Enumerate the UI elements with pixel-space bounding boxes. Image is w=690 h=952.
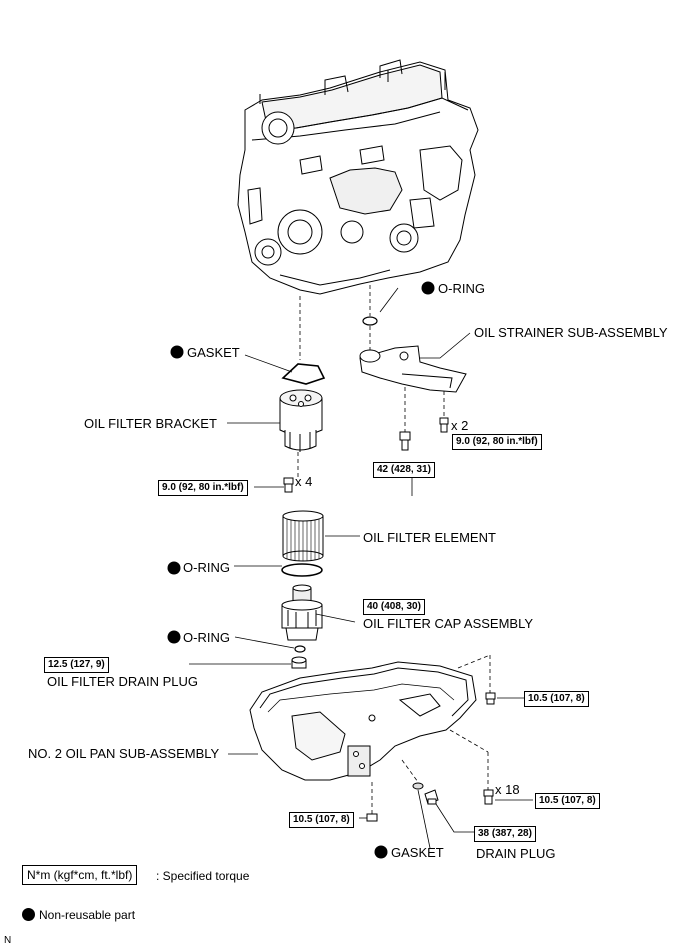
label-o-ring-low: O-RING xyxy=(183,630,230,645)
label-oil-filter-bracket: OIL FILTER BRACKET xyxy=(84,416,217,431)
non-reusable-mark xyxy=(167,630,181,644)
o-ring-low xyxy=(294,645,306,653)
non-reusable-dot-icon xyxy=(22,908,35,921)
label-oil-pan: NO. 2 OIL PAN SUB-ASSEMBLY xyxy=(28,746,220,761)
oil-pan xyxy=(249,661,477,781)
torque-pan-bottom-left: 10.5 (107, 8) xyxy=(289,812,354,828)
label-drain-plug: DRAIN PLUG xyxy=(476,846,556,861)
legend-non-reusable-label: Non-reusable part xyxy=(39,908,136,922)
qty-pan-bolts: x 18 xyxy=(495,782,520,797)
bracket-bolt xyxy=(283,477,294,493)
corner-mark: N xyxy=(4,935,12,946)
gasket-top xyxy=(281,363,326,385)
label-o-ring-mid: O-RING xyxy=(183,560,230,575)
torque-strainer-nut: 42 (428, 31) xyxy=(373,462,435,478)
legend-non-reusable: Non-reusable part xyxy=(22,908,135,922)
leader-lines xyxy=(189,287,533,849)
strainer-bolts xyxy=(399,417,449,451)
engine-block xyxy=(237,59,479,295)
torque-drain-plug: 38 (387, 28) xyxy=(474,826,536,842)
torque-pan-right-top: 10.5 (107, 8) xyxy=(524,691,589,707)
torque-filter-drain-plug: 12.5 (127, 9) xyxy=(44,657,109,673)
alignment-lines xyxy=(297,285,491,814)
pan-bolts xyxy=(366,692,496,822)
legend-torque-units: N*m (kgf*cm, ft.*lbf) xyxy=(22,865,138,885)
qty-strainer-bolts: x 2 xyxy=(451,418,469,433)
label-oil-strainer: OIL STRAINER SUB-ASSEMBLY xyxy=(474,325,668,340)
label-oil-filter-element: OIL FILTER ELEMENT xyxy=(363,530,496,545)
o-ring-mid xyxy=(281,563,323,577)
oil-filter-cap xyxy=(281,584,323,641)
label-oil-filter-cap: OIL FILTER CAP ASSEMBLY xyxy=(363,616,534,631)
qty-bracket-bolts: x 4 xyxy=(295,474,313,489)
oil-strainer xyxy=(359,345,467,393)
non-reusable-mark xyxy=(374,845,388,859)
oil-filter-bracket xyxy=(279,389,323,452)
torque-pan-right-bottom: 10.5 (107, 8) xyxy=(535,793,600,809)
torque-strainer-bolt: 9.0 (92, 80 in.*lbf) xyxy=(452,434,542,450)
drain-plug xyxy=(412,782,439,805)
label-gasket-top: GASKET xyxy=(187,345,240,360)
label-oil-filter-drain-plug: OIL FILTER DRAIN PLUG xyxy=(47,674,198,689)
label-gasket-bottom: GASKET xyxy=(391,845,444,860)
non-reusable-mark xyxy=(170,345,184,359)
torque-cap: 40 (408, 30) xyxy=(363,599,425,615)
label-o-ring-top: O-RING xyxy=(438,281,485,296)
non-reusable-mark xyxy=(167,561,181,575)
oil-filter-element xyxy=(282,510,324,562)
non-reusable-mark xyxy=(421,281,435,295)
filter-drain-plug xyxy=(291,656,307,669)
legend-torque-desc: : Specified torque xyxy=(156,869,250,883)
o-ring-top xyxy=(362,316,378,326)
torque-bracket-bolt: 9.0 (92, 80 in.*lbf) xyxy=(158,480,248,496)
